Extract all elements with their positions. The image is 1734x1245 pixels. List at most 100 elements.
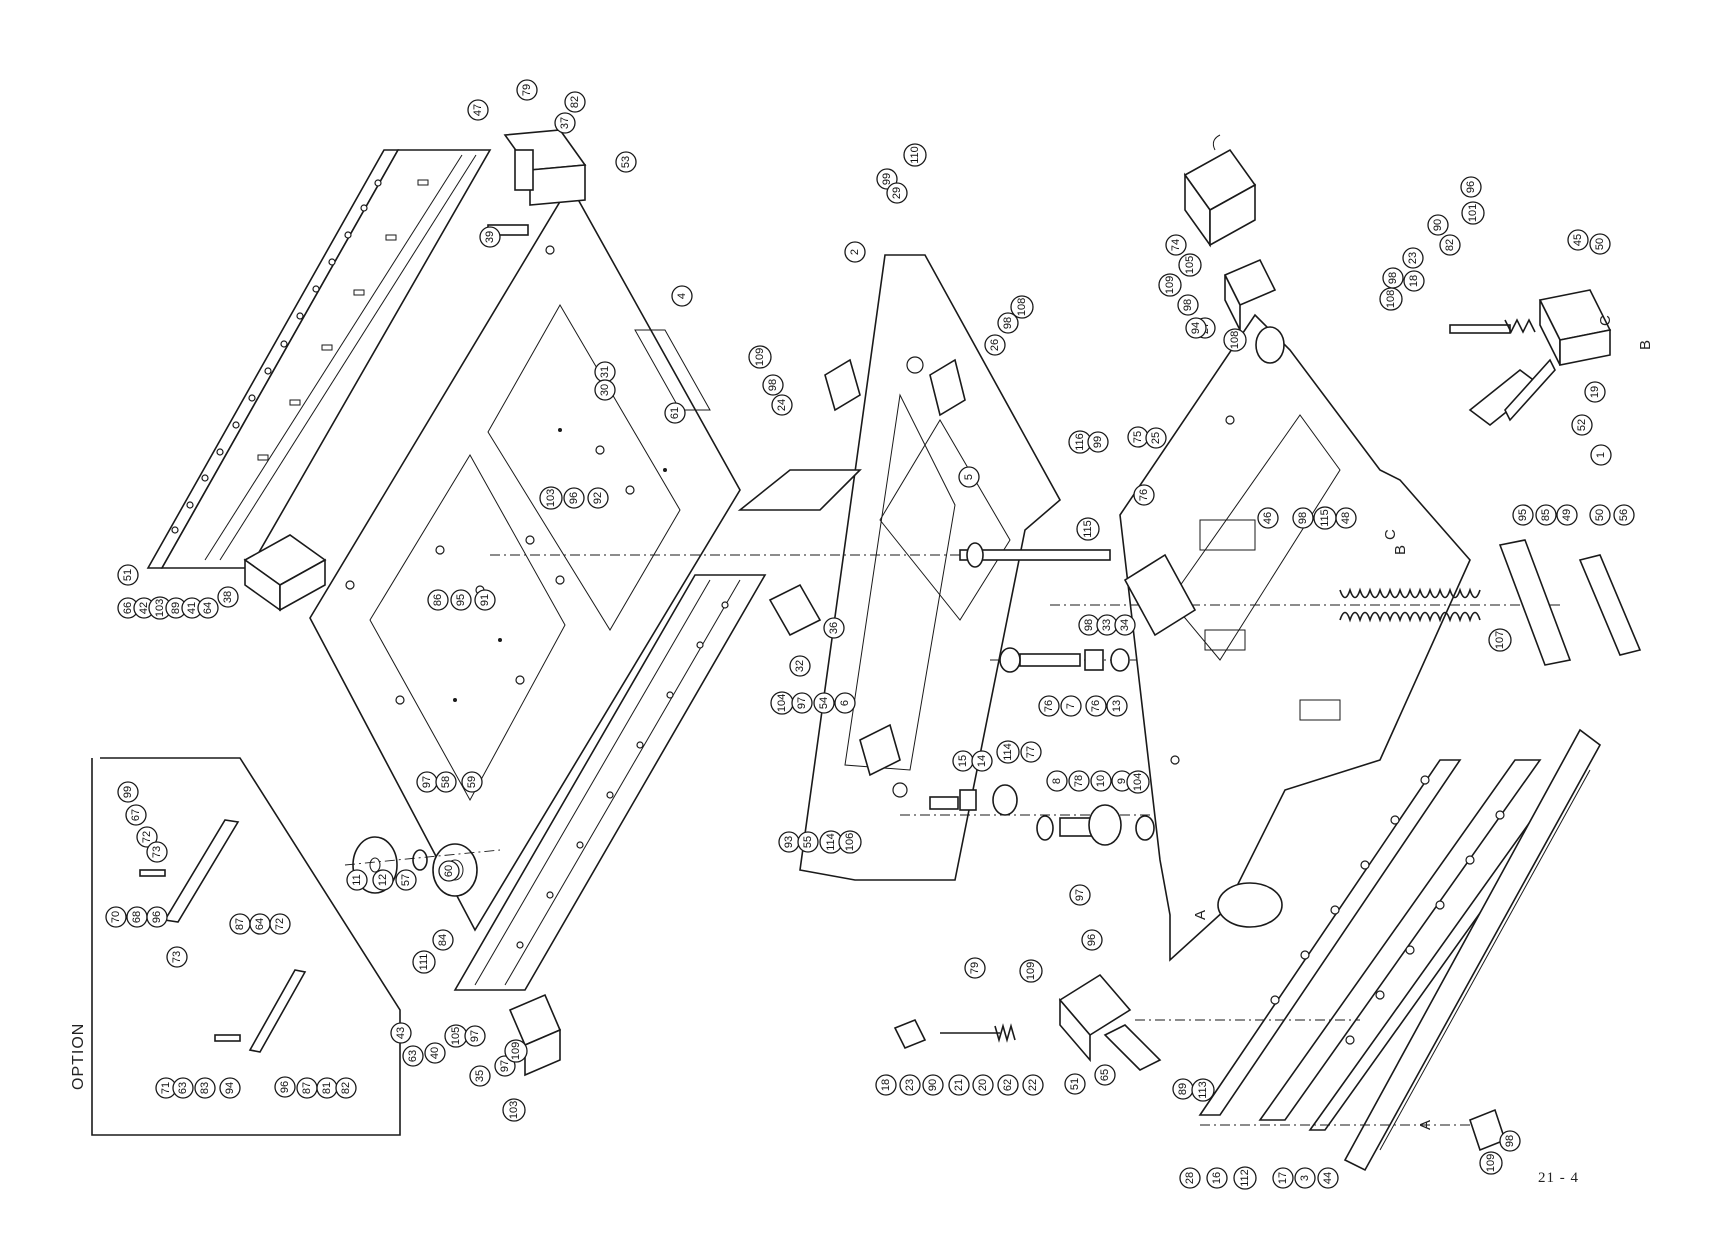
callout-72: 72 — [269, 913, 291, 935]
callout-balloon — [390, 1022, 412, 1044]
callout-75: 75 — [1127, 426, 1149, 448]
callout-number: 103 — [154, 599, 166, 617]
callout-number: 37 — [559, 117, 571, 129]
callout-balloon — [136, 826, 158, 848]
callout-number: 35 — [474, 1070, 486, 1082]
callout-98: 98 — [1177, 294, 1199, 316]
callout-109: 109 — [1019, 959, 1043, 983]
callout-81: 81 — [316, 1077, 338, 1099]
callout-number: 110 — [909, 146, 921, 164]
callout-balloon — [424, 1042, 446, 1064]
callout-number: 24 — [776, 399, 788, 411]
callout-number: 98 — [1182, 299, 1194, 311]
callout-number: 115 — [1319, 509, 1331, 527]
callout-number: 13 — [1111, 700, 1123, 712]
callout-110: 110 — [903, 143, 927, 167]
callout-58: 58 — [435, 771, 457, 793]
callout-number: 98 — [1387, 272, 1399, 284]
callout-balloon — [1382, 267, 1404, 289]
callout-2: 2 — [844, 241, 866, 263]
callout-number: 18 — [1408, 275, 1420, 287]
callout-balloon — [1590, 444, 1612, 466]
callout-number: 56 — [1618, 509, 1630, 521]
callout-97: 97 — [494, 1055, 516, 1077]
callout-number: 108 — [1385, 290, 1397, 308]
callout-number: 96 — [279, 1081, 291, 1093]
callout-number: 93 — [783, 836, 795, 848]
callout-72: 72 — [136, 826, 158, 848]
callout-number: 46 — [1262, 512, 1274, 524]
callout-59: 59 — [461, 771, 483, 793]
callout-balloon — [922, 1074, 944, 1096]
callout-23: 23 — [899, 1074, 921, 1096]
callout-87: 87 — [229, 913, 251, 935]
callout-number: 20 — [977, 1079, 989, 1091]
callout-50: 50 — [1589, 233, 1611, 255]
callout-52: 52 — [1571, 414, 1593, 436]
callout-balloon — [762, 374, 784, 396]
callout-number: 105 — [450, 1027, 462, 1045]
callout-68: 68 — [126, 906, 148, 928]
callout-83: 83 — [194, 1077, 216, 1099]
callout-6: 6 — [834, 692, 856, 714]
callout-number: 38 — [222, 591, 234, 603]
callout-balloon — [1584, 381, 1606, 403]
callout-balloon — [432, 929, 454, 951]
callout-balloon — [1022, 1074, 1044, 1096]
callout-number: 30 — [599, 384, 611, 396]
callout-balloon — [479, 226, 501, 248]
callout-balloon — [1589, 504, 1611, 526]
callout-number: 76 — [1043, 700, 1055, 712]
callout-97: 97 — [791, 692, 813, 714]
callout-82: 82 — [1439, 234, 1461, 256]
callout-balloon — [1145, 427, 1167, 449]
callout-64: 64 — [197, 597, 219, 619]
callout-balloon — [539, 486, 563, 510]
callout-balloon — [335, 1077, 357, 1099]
callout-balloon — [1038, 695, 1060, 717]
callout-24: 24 — [771, 394, 793, 416]
callout-number: 34 — [1119, 619, 1131, 631]
callout-number: 64 — [202, 602, 214, 614]
callout-balloon — [958, 466, 980, 488]
callout-41: 41 — [181, 597, 203, 619]
callout-number: 8 — [1051, 778, 1063, 784]
callout-balloon — [997, 1074, 1019, 1096]
callout-108: 108 — [1010, 295, 1034, 319]
spring-34 — [1050, 587, 1560, 623]
callout-19: 19 — [1584, 381, 1606, 403]
callout-number: 55 — [802, 836, 814, 848]
callout-3: 3 — [1294, 1167, 1316, 1189]
callout-89: 89 — [165, 597, 187, 619]
callout-number: 87 — [301, 1082, 313, 1094]
callout-number: 12 — [377, 874, 389, 886]
center-frame — [737, 254, 1062, 881]
callout-18: 18 — [1403, 270, 1425, 292]
callout-balloon — [1335, 507, 1357, 529]
callout-balloon — [1126, 770, 1150, 794]
callout-99: 99 — [876, 168, 898, 190]
view-letter-c-frame: C — [1382, 529, 1399, 540]
callout-number: 109 — [1164, 276, 1176, 294]
callout-14: 14 — [971, 750, 993, 772]
callout-number: 11 — [351, 874, 363, 885]
callout-21: 21 — [948, 1074, 970, 1096]
callout-number: 84 — [437, 934, 449, 946]
callout-number: 10 — [1095, 775, 1107, 787]
callout-number: 50 — [1594, 238, 1606, 250]
callout-number: 116 — [1074, 433, 1086, 451]
callout-62: 62 — [997, 1074, 1019, 1096]
callout-balloon — [450, 589, 472, 611]
callout-97: 97 — [1069, 884, 1091, 906]
callout-number: 9 — [1116, 778, 1128, 784]
callout-number: 66 — [122, 602, 134, 614]
callout-98: 98 — [1078, 614, 1100, 636]
callout-82: 82 — [564, 91, 586, 113]
callout-balloon — [105, 906, 127, 928]
callout-38: 38 — [217, 586, 239, 608]
callout-18: 18 — [875, 1074, 897, 1096]
callout-number: 49 — [1561, 509, 1573, 521]
callout-51: 51 — [1064, 1073, 1086, 1095]
callout-28: 28 — [1179, 1167, 1201, 1189]
callout-number: 58 — [440, 776, 452, 788]
